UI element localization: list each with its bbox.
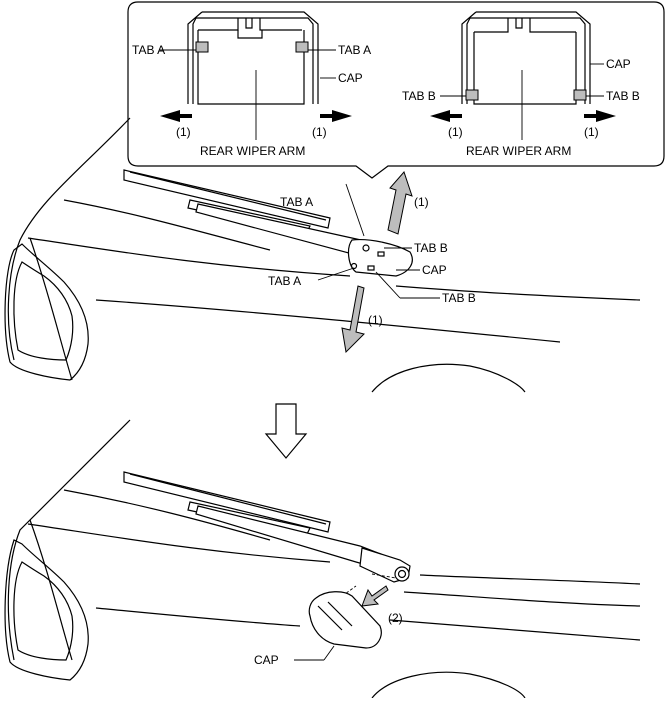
callout-frame: [127, 1, 665, 179]
label-tab-a-right: TAB A: [338, 43, 371, 57]
arrow-left-1: [160, 110, 192, 122]
label-step-1-left-b: (1): [448, 125, 463, 139]
pivot-nut: [394, 566, 410, 582]
arrow-down-1: [341, 285, 365, 354]
vehicle-rear-top: [4, 117, 641, 393]
label-step-2: (2): [388, 611, 403, 625]
wiper-assembly-top: [123, 169, 413, 277]
label-tab-b-right: TAB B: [606, 89, 640, 103]
cap-cross-section-left: [187, 11, 319, 105]
cap-cross-section-right: [461, 11, 591, 105]
arrow-right-1b: [584, 110, 616, 122]
label-rear-wiper-arm-left: REAR WIPER ARM: [200, 144, 305, 158]
arrow-up-1: [387, 171, 413, 235]
tab-a-right-shape: [295, 41, 309, 53]
arrow-left-1b: [430, 110, 462, 122]
detail-callout: TAB A TAB A CAP (1) (1) REAR WIPER ARM C…: [127, 1, 665, 179]
wiper-cap-top: [347, 239, 413, 277]
arrow-right-1: [320, 110, 352, 122]
wiper-blade-bottom: [123, 471, 331, 533]
next-step-arrow: [264, 403, 308, 459]
label-cap-bottom: CAP: [254, 653, 279, 667]
label-tab-b-upper: TAB B: [414, 241, 448, 255]
wiper-assembly-bottom: [123, 471, 411, 649]
tab-b-left-shape: [465, 89, 479, 101]
vehicle-rear-bottom: [4, 419, 641, 699]
label-step-1-right-b: (1): [584, 125, 599, 139]
label-rear-wiper-arm-right: REAR WIPER ARM: [466, 144, 571, 158]
label-tab-a-left: TAB A: [132, 43, 165, 57]
label-step-1-up: (1): [414, 195, 429, 209]
label-step-1-down: (1): [368, 313, 383, 327]
wiper-blade-top: [123, 169, 331, 229]
label-tab-a-upper: TAB A: [280, 195, 313, 209]
label-tab-b-left: TAB B: [402, 89, 436, 103]
label-tab-a-lower: TAB A: [268, 274, 301, 288]
label-cap-top: CAP: [422, 263, 447, 277]
label-cap-left-box: CAP: [338, 71, 363, 85]
label-step-1-left: (1): [176, 125, 191, 139]
tab-b-right-shape: [573, 89, 587, 101]
label-tab-b-lower: TAB B: [442, 291, 476, 305]
arrow-removal-2: [361, 585, 389, 607]
label-cap-right-box: CAP: [606, 57, 631, 71]
label-step-1-right: (1): [312, 125, 327, 139]
tab-a-left-shape: [195, 41, 209, 53]
